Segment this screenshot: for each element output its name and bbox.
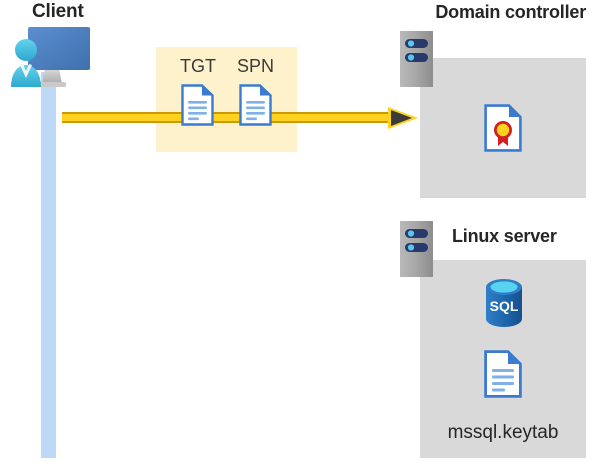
keytab-document-icon	[484, 350, 522, 398]
spn-label: SPN	[237, 56, 275, 76]
keytab-filename-label: mssql.keytab	[447, 422, 559, 443]
server-rack-icon	[400, 31, 433, 87]
server-rack-icon	[400, 221, 433, 277]
spn-document-icon	[239, 84, 272, 126]
client-to-domain-controller-arrow	[62, 107, 418, 129]
kerberos-ticket-highlight-box	[156, 47, 297, 152]
linux-server-label: Linux server	[452, 226, 557, 246]
svg-text:SQL: SQL	[490, 298, 519, 314]
client-lifeline	[41, 72, 56, 458]
user-monitor-icon	[11, 27, 90, 87]
tgt-label: TGT	[180, 56, 216, 76]
domain-controller-label: Domain controller	[435, 2, 586, 22]
client-label: Client	[32, 1, 84, 22]
sql-database-icon: SQL	[486, 279, 522, 327]
tgt-document-icon	[181, 84, 214, 126]
certificate-document-icon	[484, 104, 522, 152]
